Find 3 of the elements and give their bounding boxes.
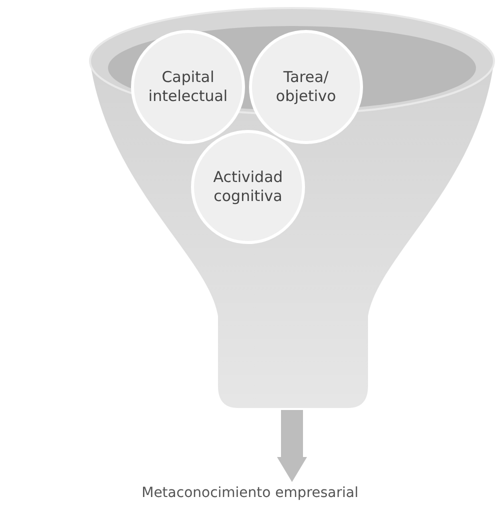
node-label: Metaconocimiento empresarial: [140, 484, 360, 524]
funnel-shape: [88, 6, 496, 410]
arrow: [277, 410, 307, 482]
